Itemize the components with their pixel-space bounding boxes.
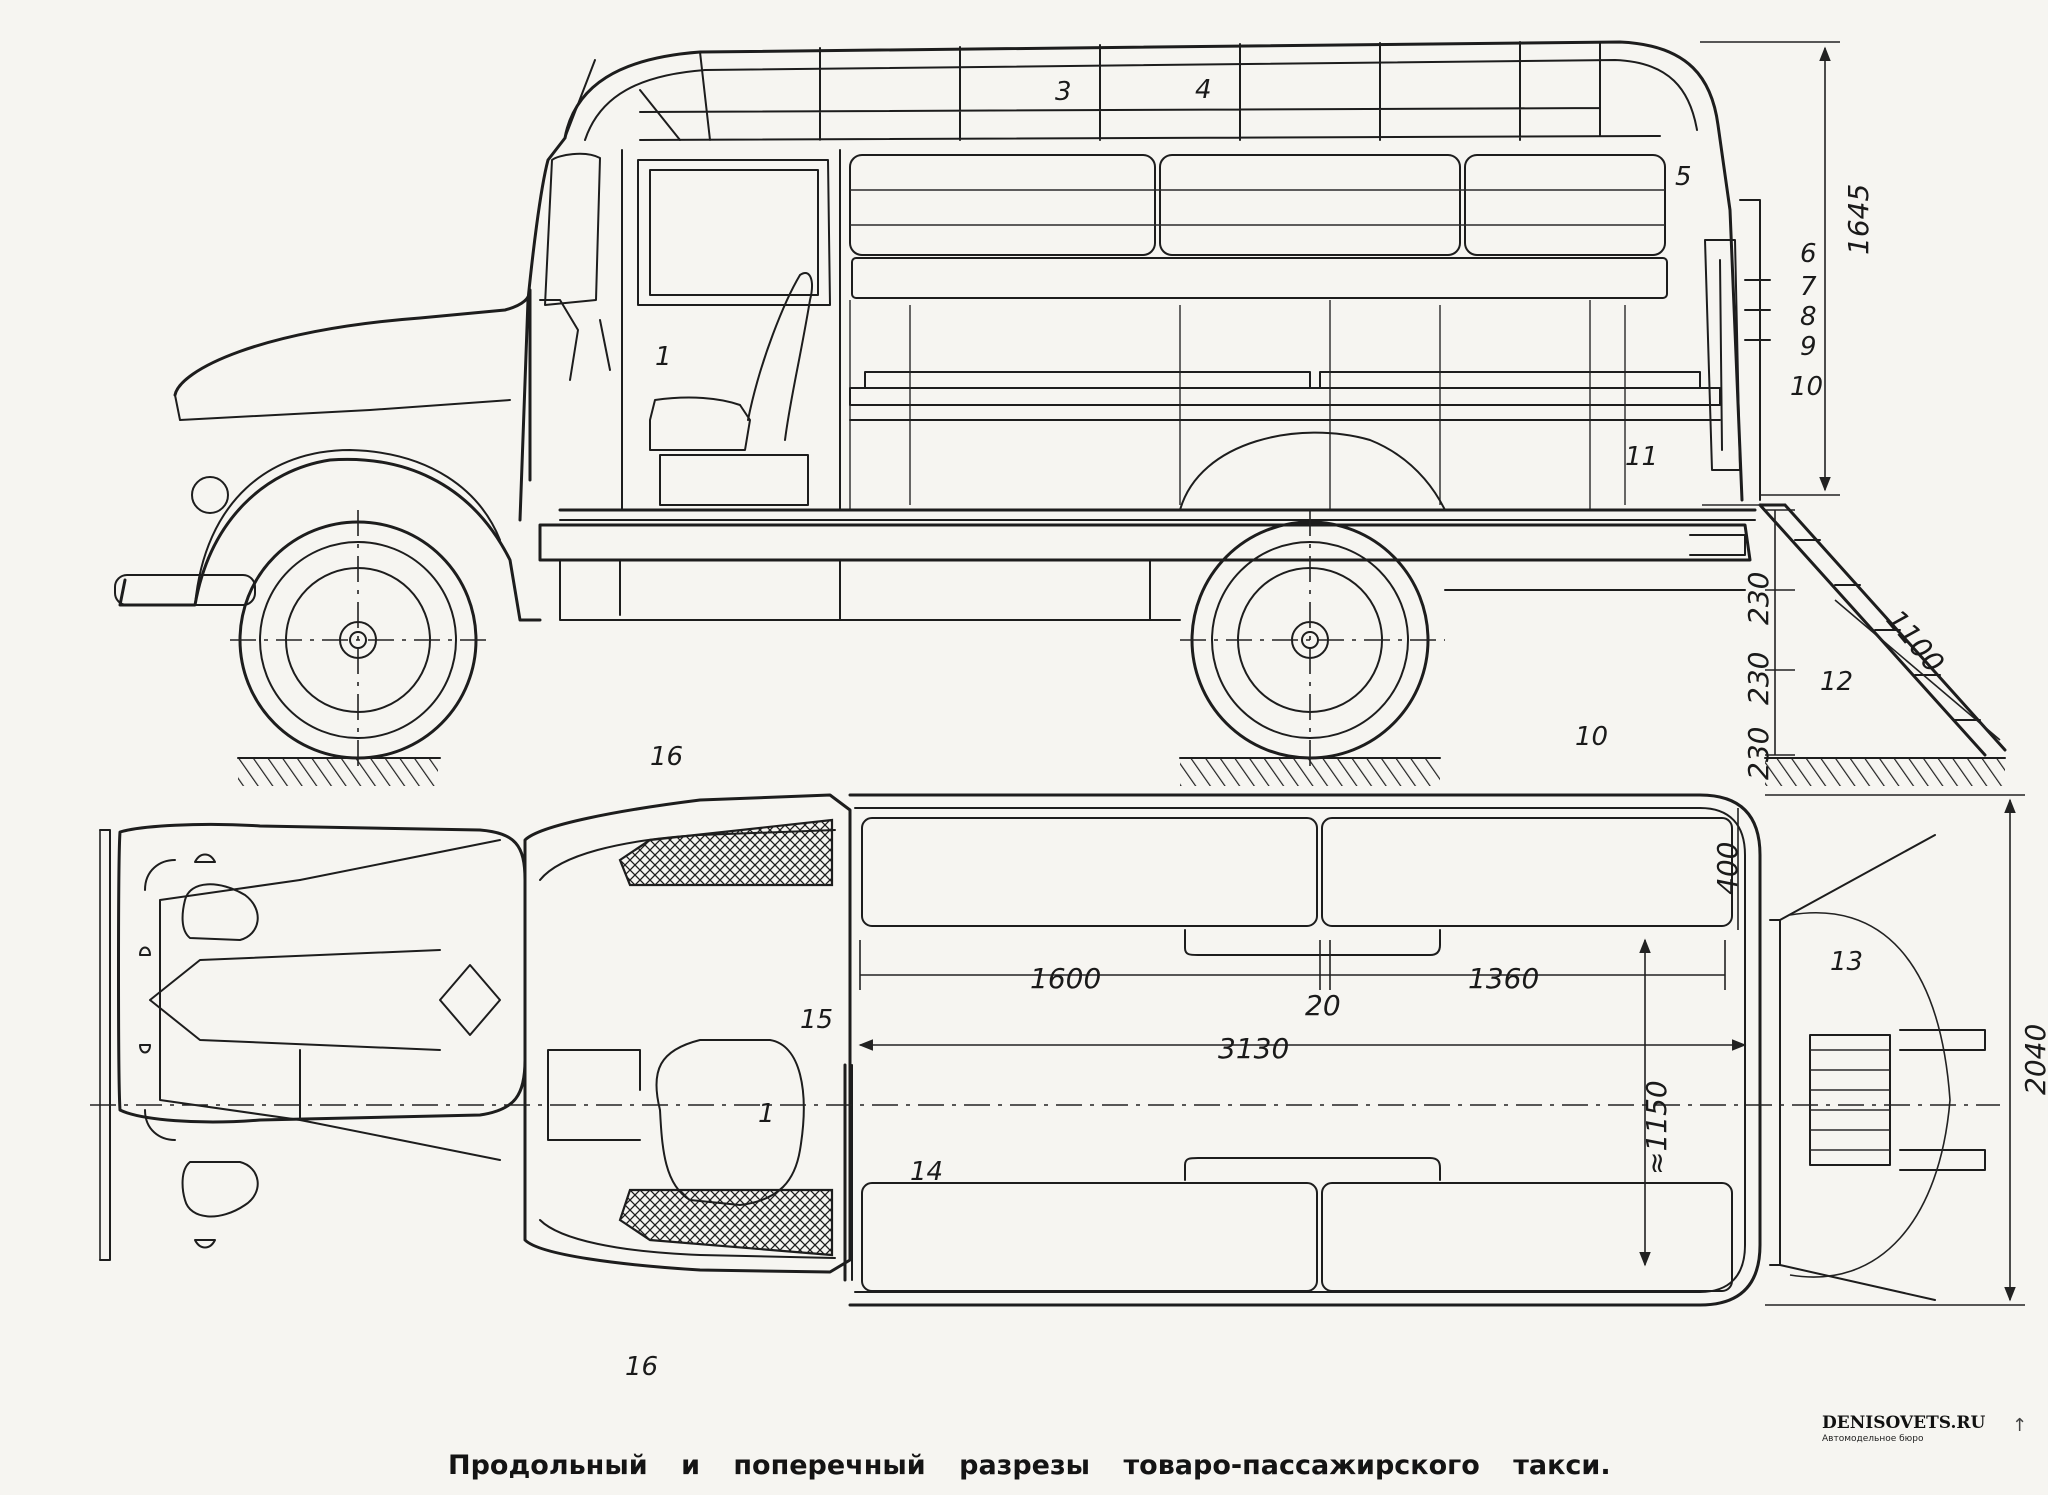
plan-callouts: 16 10 13 15 1 14 16 <box>625 722 1863 1382</box>
dim-230-mid: 230 <box>1742 652 1775 705</box>
dim-3130: 3130 <box>1218 1032 1289 1065</box>
watermark-subtitle: Автомодельное бюро <box>1822 1434 1924 1444</box>
side-dimensions <box>1700 41 2001 756</box>
callout-7: 7 <box>1800 272 1817 302</box>
cab-hatch-top <box>618 818 834 887</box>
bench-right-1 <box>861 1182 1318 1292</box>
arrow-up-icon: ↑ <box>2012 1415 2028 1436</box>
front-wheel <box>230 510 490 770</box>
roof-rack <box>639 41 1661 141</box>
bench-left-2 <box>1321 817 1733 927</box>
dim-1645: 1645 <box>1842 184 1875 255</box>
bench-seat <box>849 371 1721 406</box>
callout-13: 13 <box>1830 947 1863 977</box>
bumper <box>114 574 256 606</box>
dim-230-top: 230 <box>1742 572 1775 625</box>
side-view <box>114 40 2007 786</box>
callout-10-plan: 10 <box>1575 722 1608 752</box>
plan-step <box>1809 1034 1891 1166</box>
cab-door-window <box>637 159 831 306</box>
bench-right-2 <box>1321 1182 1733 1292</box>
plan-cab <box>523 793 852 1274</box>
callout-6: 6 <box>1800 239 1817 269</box>
plan-view <box>90 793 2025 1307</box>
side-window-1 <box>849 154 1156 256</box>
front-fender-top <box>181 883 259 941</box>
rear-door <box>1704 239 1741 471</box>
front-fender-bottom <box>181 1161 259 1218</box>
upper-rail <box>851 257 1668 299</box>
cab-hatch-bottom <box>618 1188 834 1257</box>
seat-base <box>659 454 809 506</box>
callout-5: 5 <box>1675 162 1692 192</box>
callout-12: 12 <box>1820 667 1853 697</box>
rear-ladder <box>1758 503 2007 757</box>
body-outline <box>518 40 1744 522</box>
dim-20: 20 <box>1305 989 1341 1022</box>
dim-1150: ≈1150 <box>1640 1080 1673 1175</box>
callout-1-plan: 1 <box>758 1099 775 1129</box>
plan-seat <box>655 1039 805 1206</box>
callout-14: 14 <box>910 1157 943 1187</box>
figure-caption: Продольный и поперечный разрезы товаро-п… <box>448 1450 1611 1481</box>
callout-11: 11 <box>1625 442 1658 472</box>
bench-left-1 <box>861 817 1318 927</box>
callout-15: 15 <box>800 1005 833 1035</box>
chassis-frame <box>538 523 1752 562</box>
dim-230-bottom: 230 <box>1742 727 1775 780</box>
callout-16-bottom: 16 <box>625 1352 658 1382</box>
driver-seat <box>649 272 813 451</box>
headlight <box>191 476 229 514</box>
side-window-3 <box>1464 154 1666 256</box>
rear-wheel <box>1180 510 1445 770</box>
windshield <box>544 152 601 306</box>
ground-ladder <box>1765 758 2005 786</box>
callout-1-side: 1 <box>655 342 672 372</box>
dim-400: 400 <box>1711 842 1744 895</box>
ground-front <box>238 758 438 786</box>
dim-1600: 1600 <box>1030 962 1101 995</box>
side-callouts: 1 3 4 5 6 7 8 9 10 11 12 <box>655 75 1853 697</box>
dim-1360: 1360 <box>1468 962 1539 995</box>
callout-3: 3 <box>1055 77 1072 107</box>
callout-16-top: 16 <box>650 742 683 772</box>
plan-body <box>848 793 1762 1307</box>
hood <box>173 288 532 482</box>
callout-10-side: 10 <box>1790 372 1823 402</box>
dim-2040: 2040 <box>2019 1024 2048 1095</box>
callout-8: 8 <box>1800 302 1817 332</box>
plan-hood <box>117 822 527 1124</box>
front-fender <box>118 457 542 622</box>
plan-dimension-labels: 1600 20 1360 3130 ≈1150 400 2040 <box>1030 842 2048 1175</box>
watermark: DENISOVETS.RU Автомодельное бюро <box>1822 1413 1985 1444</box>
callout-4: 4 <box>1195 75 1212 105</box>
side-window-2 <box>1159 154 1461 256</box>
watermark-name: DENISOVETS.RU <box>1822 1413 1986 1433</box>
plan-dimensions <box>858 794 2025 1306</box>
callout-9: 9 <box>1800 332 1817 362</box>
